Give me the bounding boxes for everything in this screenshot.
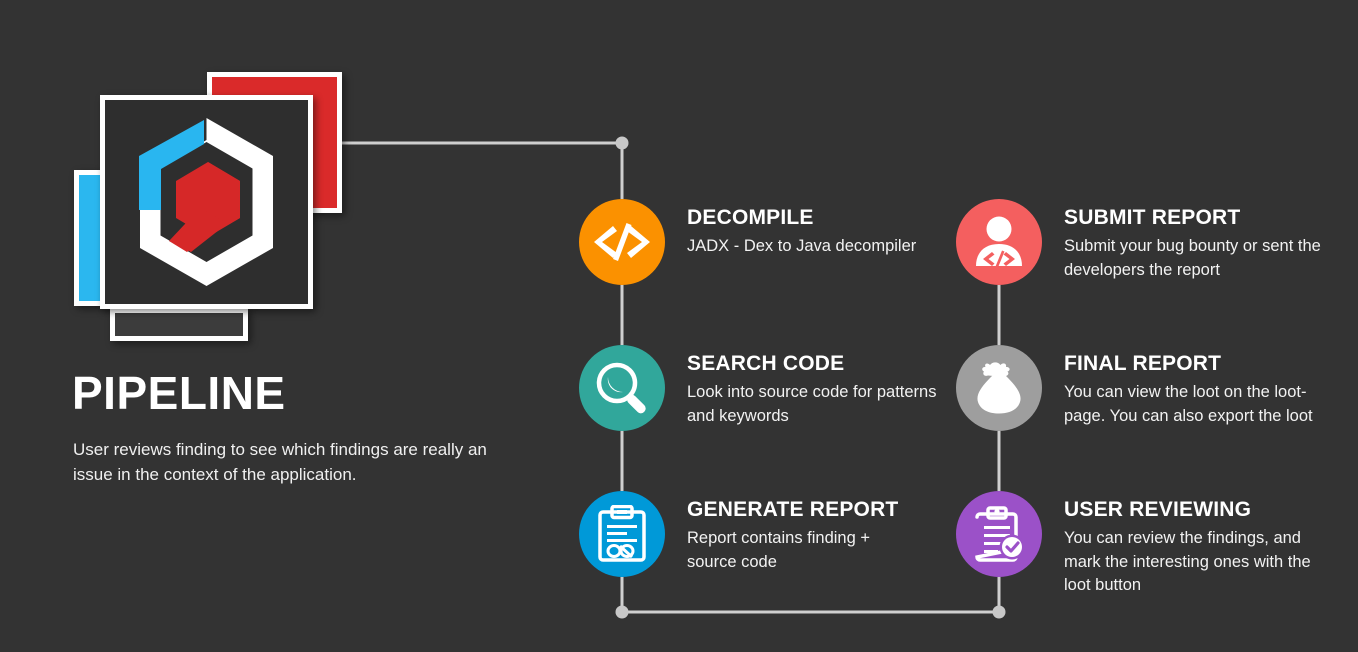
step-decompile-text: DECOMPILE JADX - Dex to Java decompiler: [687, 199, 916, 259]
step-title: SUBMIT REPORT: [1064, 206, 1241, 229]
step-search-code-bubble[interactable]: [579, 345, 665, 431]
step-description: You can review the findings, and mark th…: [1064, 529, 1311, 594]
step-generate-report[interactable]: GENERATE REPORT Report contains finding …: [579, 491, 939, 577]
step-submit-report-text: SUBMIT REPORT Submit your bug bounty or …: [1064, 199, 1329, 282]
logo-card-gray: [110, 308, 248, 341]
code-brackets-icon: [594, 223, 650, 261]
page-description: User reviews finding to see which findin…: [73, 440, 487, 484]
step-title: DECOMPILE: [687, 206, 814, 229]
step-description: Look into source code for patterns and k…: [687, 383, 937, 425]
user-code-icon: [976, 216, 1022, 268]
step-submit-report-bubble[interactable]: [956, 199, 1042, 285]
clipboard-report-icon: [598, 505, 646, 562]
step-decompile[interactable]: DECOMPILE JADX - Dex to Java decompiler: [579, 199, 939, 285]
step-description: Report contains finding + source code: [687, 529, 870, 571]
step-title: SEARCH CODE: [687, 352, 845, 375]
page-title: PIPELINE: [72, 367, 286, 419]
step-title: FINAL REPORT: [1064, 352, 1222, 375]
step-search-code-text: SEARCH CODE Look into source code for pa…: [687, 345, 937, 428]
step-final-report[interactable]: FINAL REPORT You can view the loot on th…: [956, 345, 1336, 431]
step-user-reviewing-text: USER REVIEWING You can review the findin…: [1064, 491, 1324, 597]
step-description: You can view the loot on the loot-page. …: [1064, 383, 1313, 425]
step-title: GENERATE REPORT: [687, 498, 899, 521]
step-title: USER REVIEWING: [1064, 498, 1252, 521]
logo-stack: [0, 0, 470, 360]
step-decompile-bubble[interactable]: [579, 199, 665, 285]
step-generate-report-text: GENERATE REPORT Report contains finding …: [687, 491, 922, 574]
step-user-reviewing-bubble[interactable]: [956, 491, 1042, 577]
step-generate-report-bubble[interactable]: [579, 491, 665, 577]
step-user-reviewing[interactable]: USER REVIEWING You can review the findin…: [956, 491, 1336, 597]
magnifier-icon: [596, 362, 646, 414]
clipboard-check-icon: [975, 506, 1025, 562]
step-search-code[interactable]: SEARCH CODE Look into source code for pa…: [579, 345, 939, 431]
logo-card-main: [100, 95, 313, 309]
step-final-report-bubble[interactable]: [956, 345, 1042, 431]
loot-bag-icon: [977, 362, 1021, 414]
hexagon-logo-icon: [138, 115, 273, 286]
step-description: Submit your bug bounty or sent the devel…: [1064, 237, 1321, 279]
step-description: JADX - Dex to Java decompiler: [687, 237, 917, 256]
step-submit-report[interactable]: SUBMIT REPORT Submit your bug bounty or …: [956, 199, 1336, 285]
step-final-report-text: FINAL REPORT You can view the loot on th…: [1064, 345, 1314, 428]
